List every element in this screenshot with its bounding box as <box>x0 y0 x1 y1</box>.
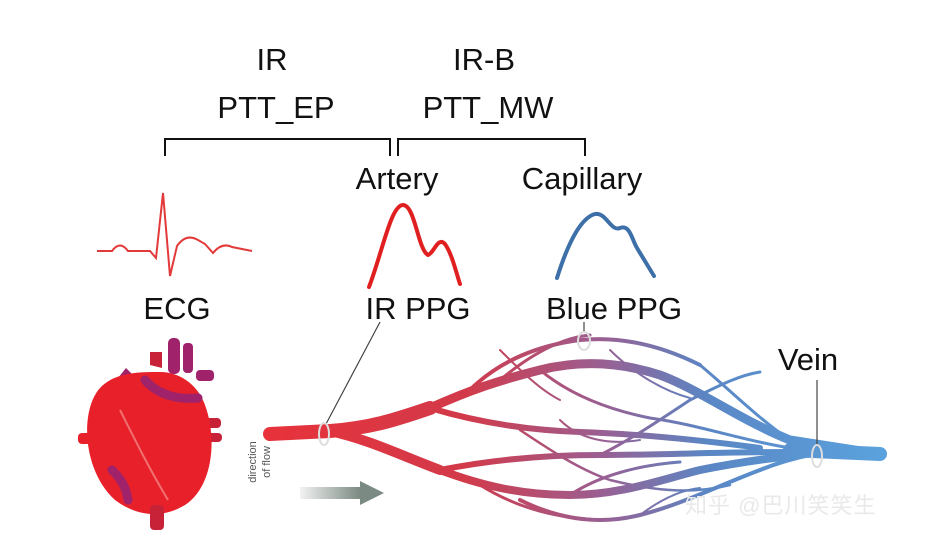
ptt-mw-bracket <box>397 138 586 156</box>
ir-ppg-ring <box>318 422 330 446</box>
ir-ppg-leader-line <box>325 321 381 425</box>
irb-title: IR-B <box>453 42 515 77</box>
ir-ppg-waveform <box>367 202 462 289</box>
direction-of-flow-label-1: direction <box>247 441 259 483</box>
heart-icon <box>78 338 222 530</box>
ptt-ep-bracket <box>164 138 391 156</box>
ptt-ep-label: PTT_EP <box>217 90 335 125</box>
vein-label: Vein <box>777 342 839 377</box>
ecg-label: ECG <box>143 291 211 326</box>
ecg-waveform <box>97 192 253 277</box>
ir-ppg-label: IR PPG <box>365 291 471 326</box>
blood-vessel-network <box>263 333 887 522</box>
ir-title: IR <box>256 42 288 77</box>
vein-ring <box>811 444 823 468</box>
blue-ppg-label: Blue PPG <box>545 291 683 326</box>
arrow-right-icon <box>300 481 384 505</box>
blue-ppg-ring <box>577 331 591 351</box>
artery-label: Artery <box>355 161 439 196</box>
capillary-label: Capillary <box>521 161 643 196</box>
watermark: 知乎 @巴川笑笑生 <box>685 493 877 518</box>
direction-of-flow-label-2: of flow <box>261 446 273 478</box>
ptt-mw-label: PTT_MW <box>422 90 554 125</box>
blue-ppg-waveform <box>555 211 656 280</box>
